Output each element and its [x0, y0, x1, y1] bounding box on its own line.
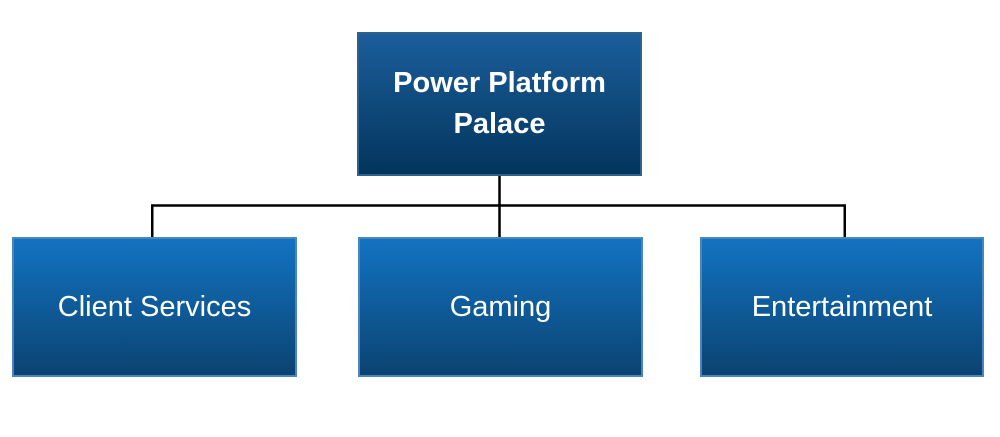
root-node-label: Power Platform Palace: [393, 67, 606, 140]
child-node-entertainment: Entertainment: [700, 237, 984, 377]
child-node-label: Client Services: [57, 290, 252, 323]
child-node-gaming: Gaming: [358, 237, 643, 377]
child-node-label: Gaming: [449, 290, 552, 323]
root-node-power-platform-palace: Power Platform Palace: [357, 32, 642, 176]
child-node-label: Entertainment: [751, 290, 933, 323]
child-node-client-services: Client Services: [12, 237, 297, 377]
